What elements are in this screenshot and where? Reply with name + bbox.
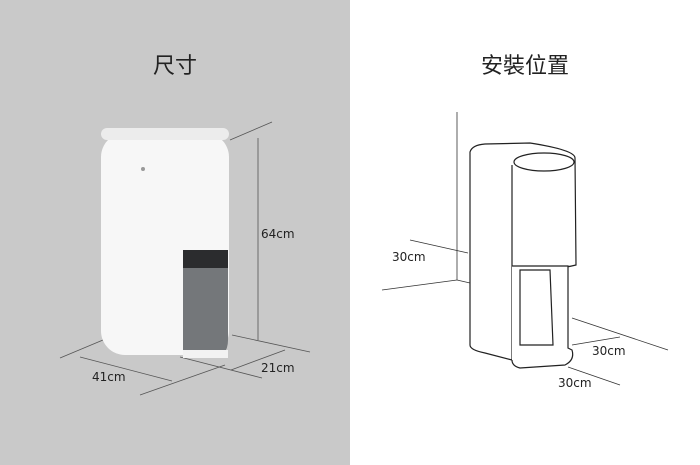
dimensions-panel: 尺寸 64cm 41cm 21cm <box>0 0 350 465</box>
installation-clearance-illustration <box>381 112 669 386</box>
lg-logo-icon <box>141 167 145 171</box>
right-clearance-label: 30cm <box>592 344 626 358</box>
height-label: 64cm <box>261 227 295 241</box>
dehumidifier-outline <box>469 142 577 369</box>
front-clearance-label: 30cm <box>558 376 592 390</box>
depth-label: 21cm <box>261 361 295 375</box>
dimensions-title: 尺寸 <box>152 54 197 79</box>
dehumidifier-dimensions-illustration <box>59 121 311 396</box>
installation-panel: 安裝位置 30cm 30cm 30cm <box>350 0 700 465</box>
width-label: 41cm <box>92 370 126 384</box>
side-clearance-label: 30cm <box>392 250 426 264</box>
installation-title: 安裝位置 <box>480 54 569 79</box>
water-tank <box>183 250 228 358</box>
